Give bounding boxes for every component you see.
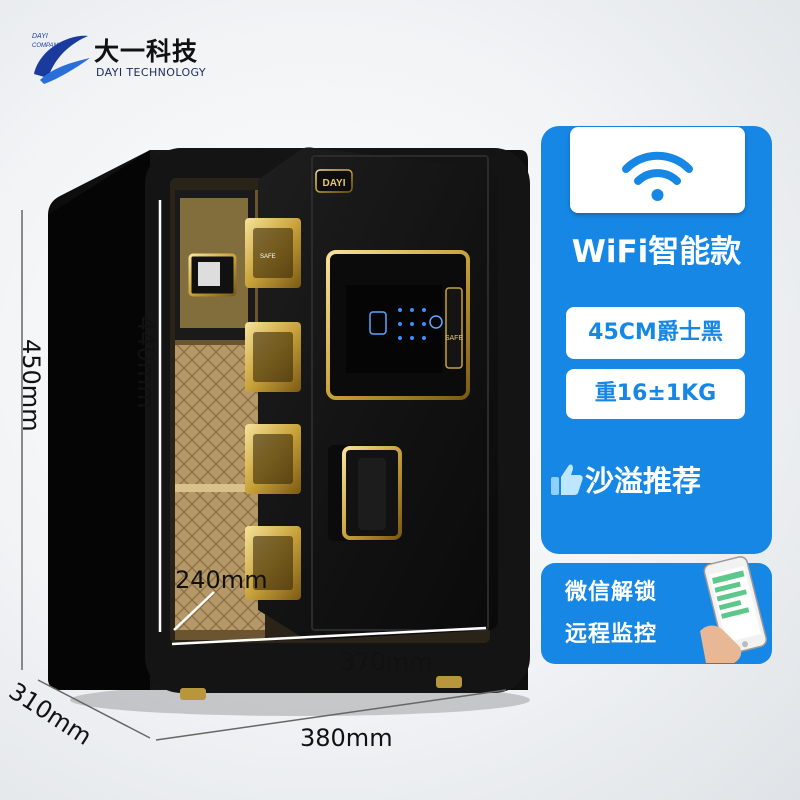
keypad-label: SAFE bbox=[445, 335, 464, 342]
brand-name-en: DAYI TECHNOLOGY bbox=[96, 66, 207, 79]
door-badge: DAYI bbox=[323, 178, 346, 189]
recommend-text: 沙溢推荐 bbox=[585, 464, 702, 498]
feature-remote-monitor: 远程监控 bbox=[565, 622, 658, 647]
brand-logo: DAYI COMPANY 大一科技 DAYI TECHNOLOGY bbox=[30, 26, 220, 90]
safe-illustration: DAYI SAFE SAFE bbox=[21, 147, 530, 741]
thumbs-up-icon bbox=[551, 464, 583, 495]
dimension-outer-height: 450mm bbox=[17, 339, 45, 432]
mark-text-top: DAYI bbox=[32, 33, 48, 40]
dimension-inner-height: 440mm bbox=[132, 316, 160, 409]
brand-name-cn: 大一科技 bbox=[94, 37, 199, 66]
model-badge: 45CM爵士黑 bbox=[566, 307, 745, 359]
wifi-card bbox=[570, 127, 745, 213]
smartphone-icon bbox=[700, 556, 768, 663]
locking-bolts: SAFE bbox=[245, 218, 301, 600]
dimension-inner-width: 370mm bbox=[340, 648, 433, 676]
dimension-inner-depth: 240mm bbox=[175, 566, 268, 594]
brand-mark-icon: DAYI COMPANY bbox=[32, 33, 90, 84]
mark-text-bottom: COMPANY bbox=[32, 43, 63, 49]
wifi-model-title: WiFi智能款 bbox=[571, 234, 742, 270]
wifi-icon bbox=[622, 151, 693, 201]
weight-badge: 重16±1KG bbox=[566, 369, 745, 419]
feature-wechat-unlock: 微信解锁 bbox=[565, 580, 658, 605]
bolt-label: SAFE bbox=[260, 254, 276, 260]
dimension-outer-width: 380mm bbox=[300, 724, 393, 752]
